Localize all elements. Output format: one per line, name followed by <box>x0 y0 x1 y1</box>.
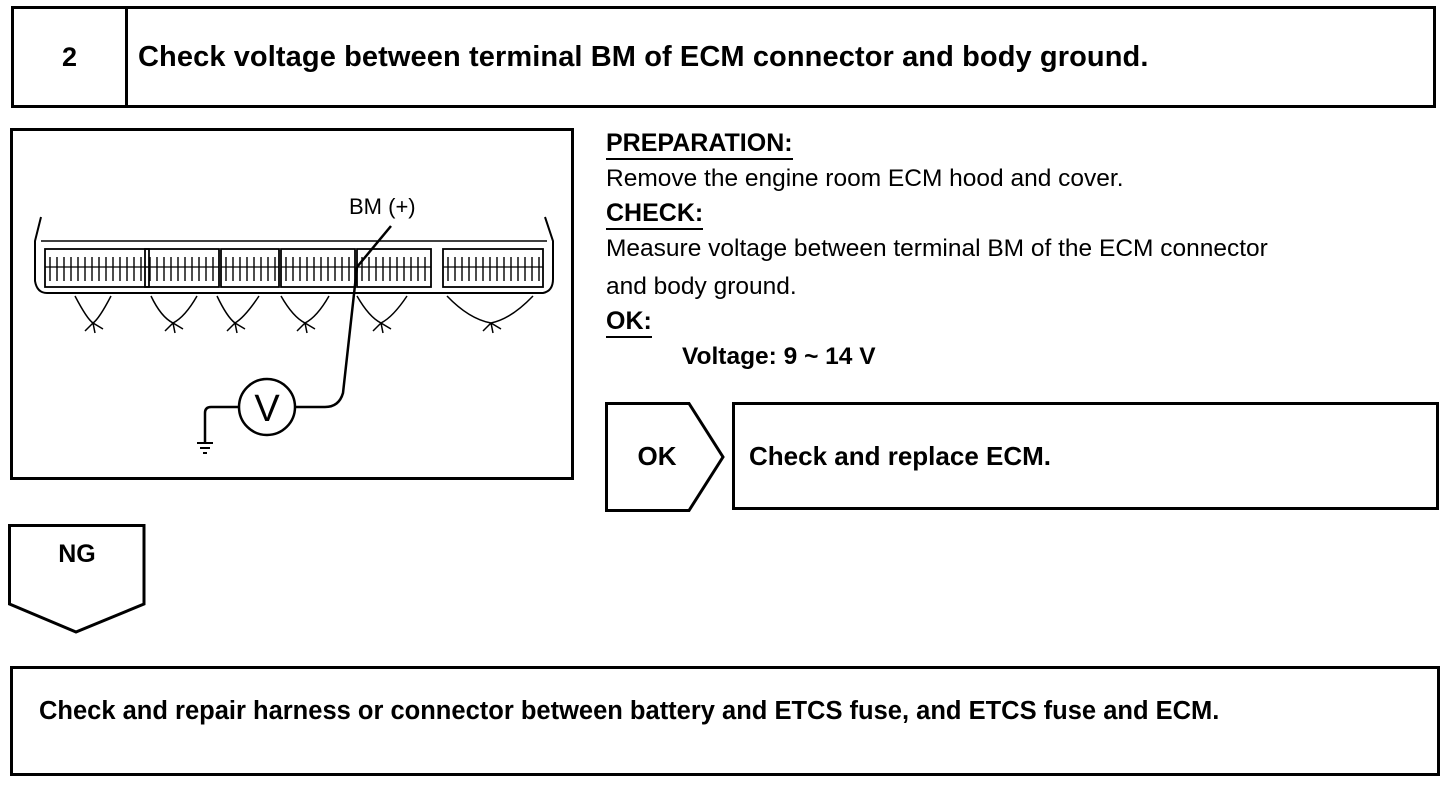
ok-branch-label: OK <box>637 440 677 471</box>
connector-diagram: V BM (+) <box>34 194 554 454</box>
step-title: Check voltage between terminal BM of ECM… <box>138 40 1149 73</box>
ng-branch-label: NG <box>58 540 96 568</box>
instructions: PREPARATION: Remove the engine room ECM … <box>606 128 1446 376</box>
step-header: 2 Check voltage between terminal BM of E… <box>11 6 1436 108</box>
check-text-line1: Measure voltage between terminal BM of t… <box>606 235 1268 262</box>
ecm-connector-illustration: V BM (+) <box>10 128 574 480</box>
ok-result-text: Check and replace ECM. <box>749 440 1051 471</box>
preparation-heading: PREPARATION: <box>606 128 793 160</box>
connector-block <box>144 248 220 288</box>
connector-block <box>280 248 356 288</box>
ecm-housing <box>34 216 554 294</box>
wire-bundles <box>74 295 534 334</box>
ng-arrow-shape <box>8 524 146 634</box>
step-number: 2 <box>14 9 128 105</box>
connector-block <box>44 248 150 288</box>
ok-result-box: Check and replace ECM. <box>732 402 1439 510</box>
connector-block <box>442 248 544 288</box>
next-step-text: Check and repair harness or connector be… <box>39 697 1220 725</box>
connector-group <box>44 248 544 288</box>
preparation-text: Remove the engine room ECM hood and cove… <box>606 165 1124 192</box>
ok-spec: Voltage: 9 ~ 14 V <box>682 343 876 370</box>
ground-icon <box>197 442 213 454</box>
connector-block <box>220 248 280 288</box>
next-step-box: Check and repair harness or connector be… <box>10 666 1440 776</box>
check-heading: CHECK: <box>606 198 704 230</box>
voltmeter-symbol: V <box>254 388 280 430</box>
check-text-line2: and body ground. <box>606 273 797 300</box>
terminal-label: BM (+) <box>349 194 416 219</box>
probe-lead <box>197 225 392 454</box>
ok-heading: OK: <box>606 306 652 338</box>
ok-arrow-shape <box>605 402 725 512</box>
